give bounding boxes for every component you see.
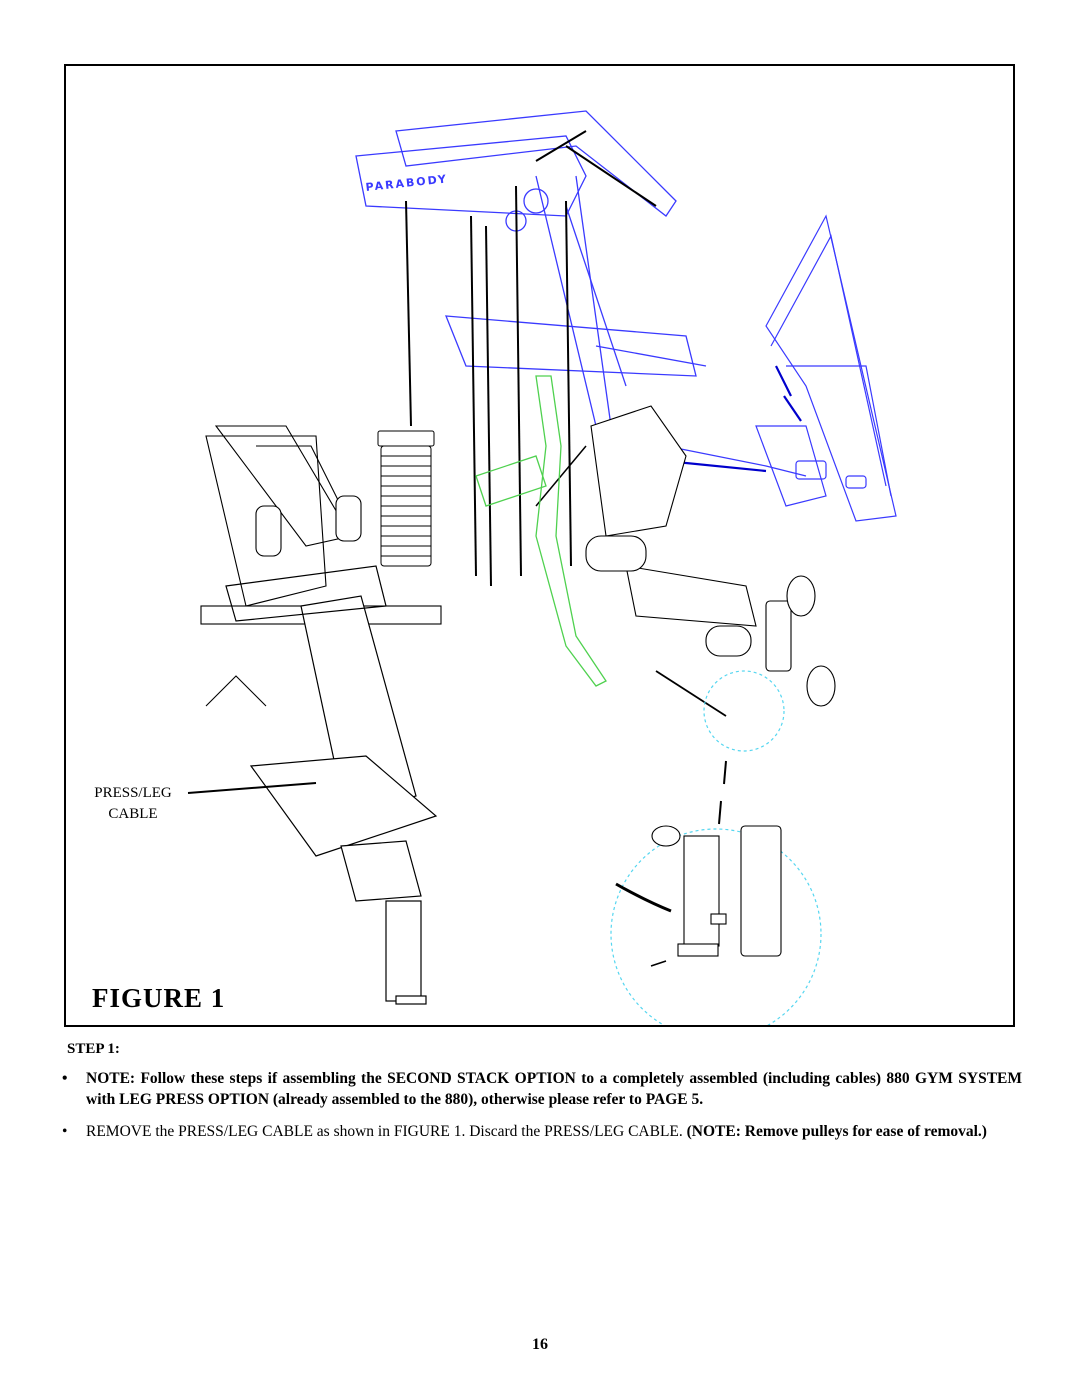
note-text-2-bold: (NOTE: Remove pulleys for ease of remova… <box>686 1123 987 1140</box>
bullet-icon: • <box>62 1123 68 1140</box>
detail-magnifier <box>610 670 822 1025</box>
note-bullet-2: • REMOVE the PRESS/LEG CABLE as shown in… <box>62 1121 1022 1142</box>
bench <box>225 565 438 1005</box>
cables <box>405 130 727 717</box>
step-heading: STEP 1: <box>67 1041 120 1057</box>
tower-frame <box>355 110 707 427</box>
bullet-icon: • <box>62 1070 68 1087</box>
weight-stack <box>377 430 435 567</box>
note-bullet-1: • NOTE: Follow these steps if assembling… <box>62 1068 1022 1110</box>
callout-line-2: CABLE <box>108 806 158 822</box>
gym-assembly-illustration: PARABODY <box>187 110 897 1025</box>
highlighted-bracket <box>475 375 607 687</box>
leg-press-frame <box>665 214 897 522</box>
figure-title: FIGURE 1 <box>92 983 226 1013</box>
note-text-2: REMOVE the PRESS/LEG CABLE as shown in F… <box>62 1121 1022 1142</box>
note-text-2-plain: REMOVE the PRESS/LEG CABLE as shown in F… <box>86 1123 687 1140</box>
detail-connector <box>718 760 727 825</box>
callout-leader-line <box>187 782 317 794</box>
note-text-1: NOTE: Follow these steps if assembling t… <box>86 1070 1022 1108</box>
brand-label: PARABODY <box>365 172 449 194</box>
press-leg-cable-callout: PRESS/LEG CABLE <box>78 783 188 825</box>
callout-line-1: PRESS/LEG <box>94 785 172 801</box>
page-number: 16 <box>532 1336 548 1353</box>
seat-assembly <box>585 405 836 707</box>
figure-frame: PARABODY <box>64 64 1015 1027</box>
